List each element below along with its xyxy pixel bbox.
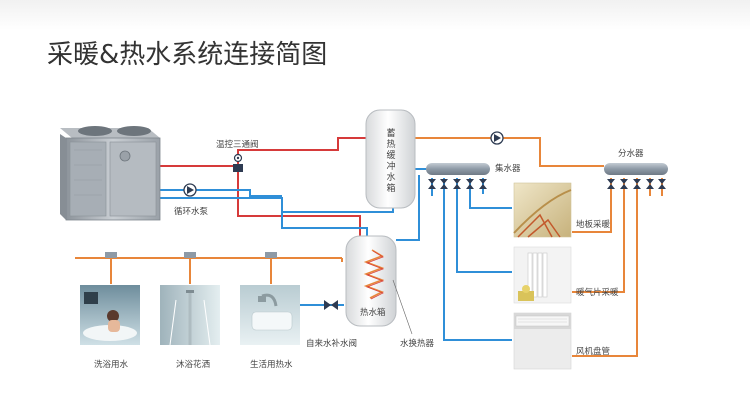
- hot-water-tank-label: 热水箱: [360, 307, 386, 318]
- distribution-supply-pipe: [415, 137, 604, 167]
- sink-image: [240, 285, 300, 345]
- manifold-valve-icon: [607, 179, 615, 189]
- hot-water-tank: [345, 235, 397, 327]
- collector-label: 集水器: [495, 163, 521, 174]
- bath-image: [80, 285, 140, 345]
- heat-exchanger-label: 水换热器: [400, 338, 435, 349]
- heat-pump-unit: [60, 126, 161, 221]
- manifold-valve-icon: [466, 179, 474, 189]
- mixing-valve-label: 温控三通阀: [216, 139, 259, 150]
- distributor-label: 分水器: [618, 148, 644, 159]
- radiator-supply-pipe: [572, 178, 625, 293]
- heat-exchanger-leader: [392, 279, 413, 335]
- bath-label: 洗浴用水: [94, 359, 129, 370]
- makeup-valve-icon: [324, 300, 338, 310]
- buffer-tank-label: 蓄热缓冲水箱: [386, 127, 395, 194]
- radiator-return-pipe: [456, 178, 512, 273]
- fan-coil-label: 风机盘管: [576, 346, 610, 357]
- hot-coil-supply-pipe: [237, 170, 361, 258]
- hot-supply-pipe: [158, 137, 366, 167]
- page-title: 采暖&热水系统连接简图: [47, 40, 327, 70]
- fan-coil-image: [513, 312, 572, 370]
- fancoil-return-pipe: [443, 178, 512, 341]
- manifold-valves: [428, 179, 666, 189]
- sink-label: 生活用热水: [250, 359, 293, 370]
- buffer-tank: 蓄热缓冲水箱: [365, 109, 416, 209]
- manifold-valve-icon: [646, 179, 654, 189]
- fixture-taps: [105, 252, 277, 258]
- collector-to-tank-pipe: [396, 175, 420, 241]
- heating-coil: [363, 249, 385, 299]
- manifold-valve-icon: [440, 179, 448, 189]
- collector-manifold: [426, 163, 490, 175]
- distributor-manifold: [604, 163, 668, 175]
- manifold-valve-icon: [479, 179, 487, 189]
- manifold-valve-icon: [658, 179, 666, 189]
- manifold-valve-icon: [428, 179, 436, 189]
- distribution-pump-icon: [490, 131, 504, 145]
- pump-return-pipe: [155, 189, 282, 197]
- makeup-valve-label: 自来水补水阀: [306, 338, 357, 349]
- floor-heating-label: 地板采暖: [576, 219, 611, 230]
- manifold-valve-icon: [453, 179, 461, 189]
- floor-heating-image: [513, 182, 572, 238]
- fancoil-supply-pipe: [572, 178, 638, 357]
- radiator-image: [513, 246, 572, 304]
- radiator-label: 暖气片采暖: [576, 287, 619, 298]
- buffer-return-pipe: [282, 208, 394, 213]
- floor-supply-pipe: [572, 178, 612, 233]
- mixing-valve-icon: [233, 153, 243, 172]
- shower-label: 沐浴花洒: [176, 359, 211, 370]
- floor-return-pipe: [469, 178, 512, 209]
- manifold-valve-icon: [633, 179, 641, 189]
- circulation-pump-icon: [183, 183, 197, 197]
- shower-image: [160, 285, 220, 346]
- circulation-pump-label: 循环水泵: [174, 206, 209, 217]
- manifold-valve-icon: [620, 179, 628, 189]
